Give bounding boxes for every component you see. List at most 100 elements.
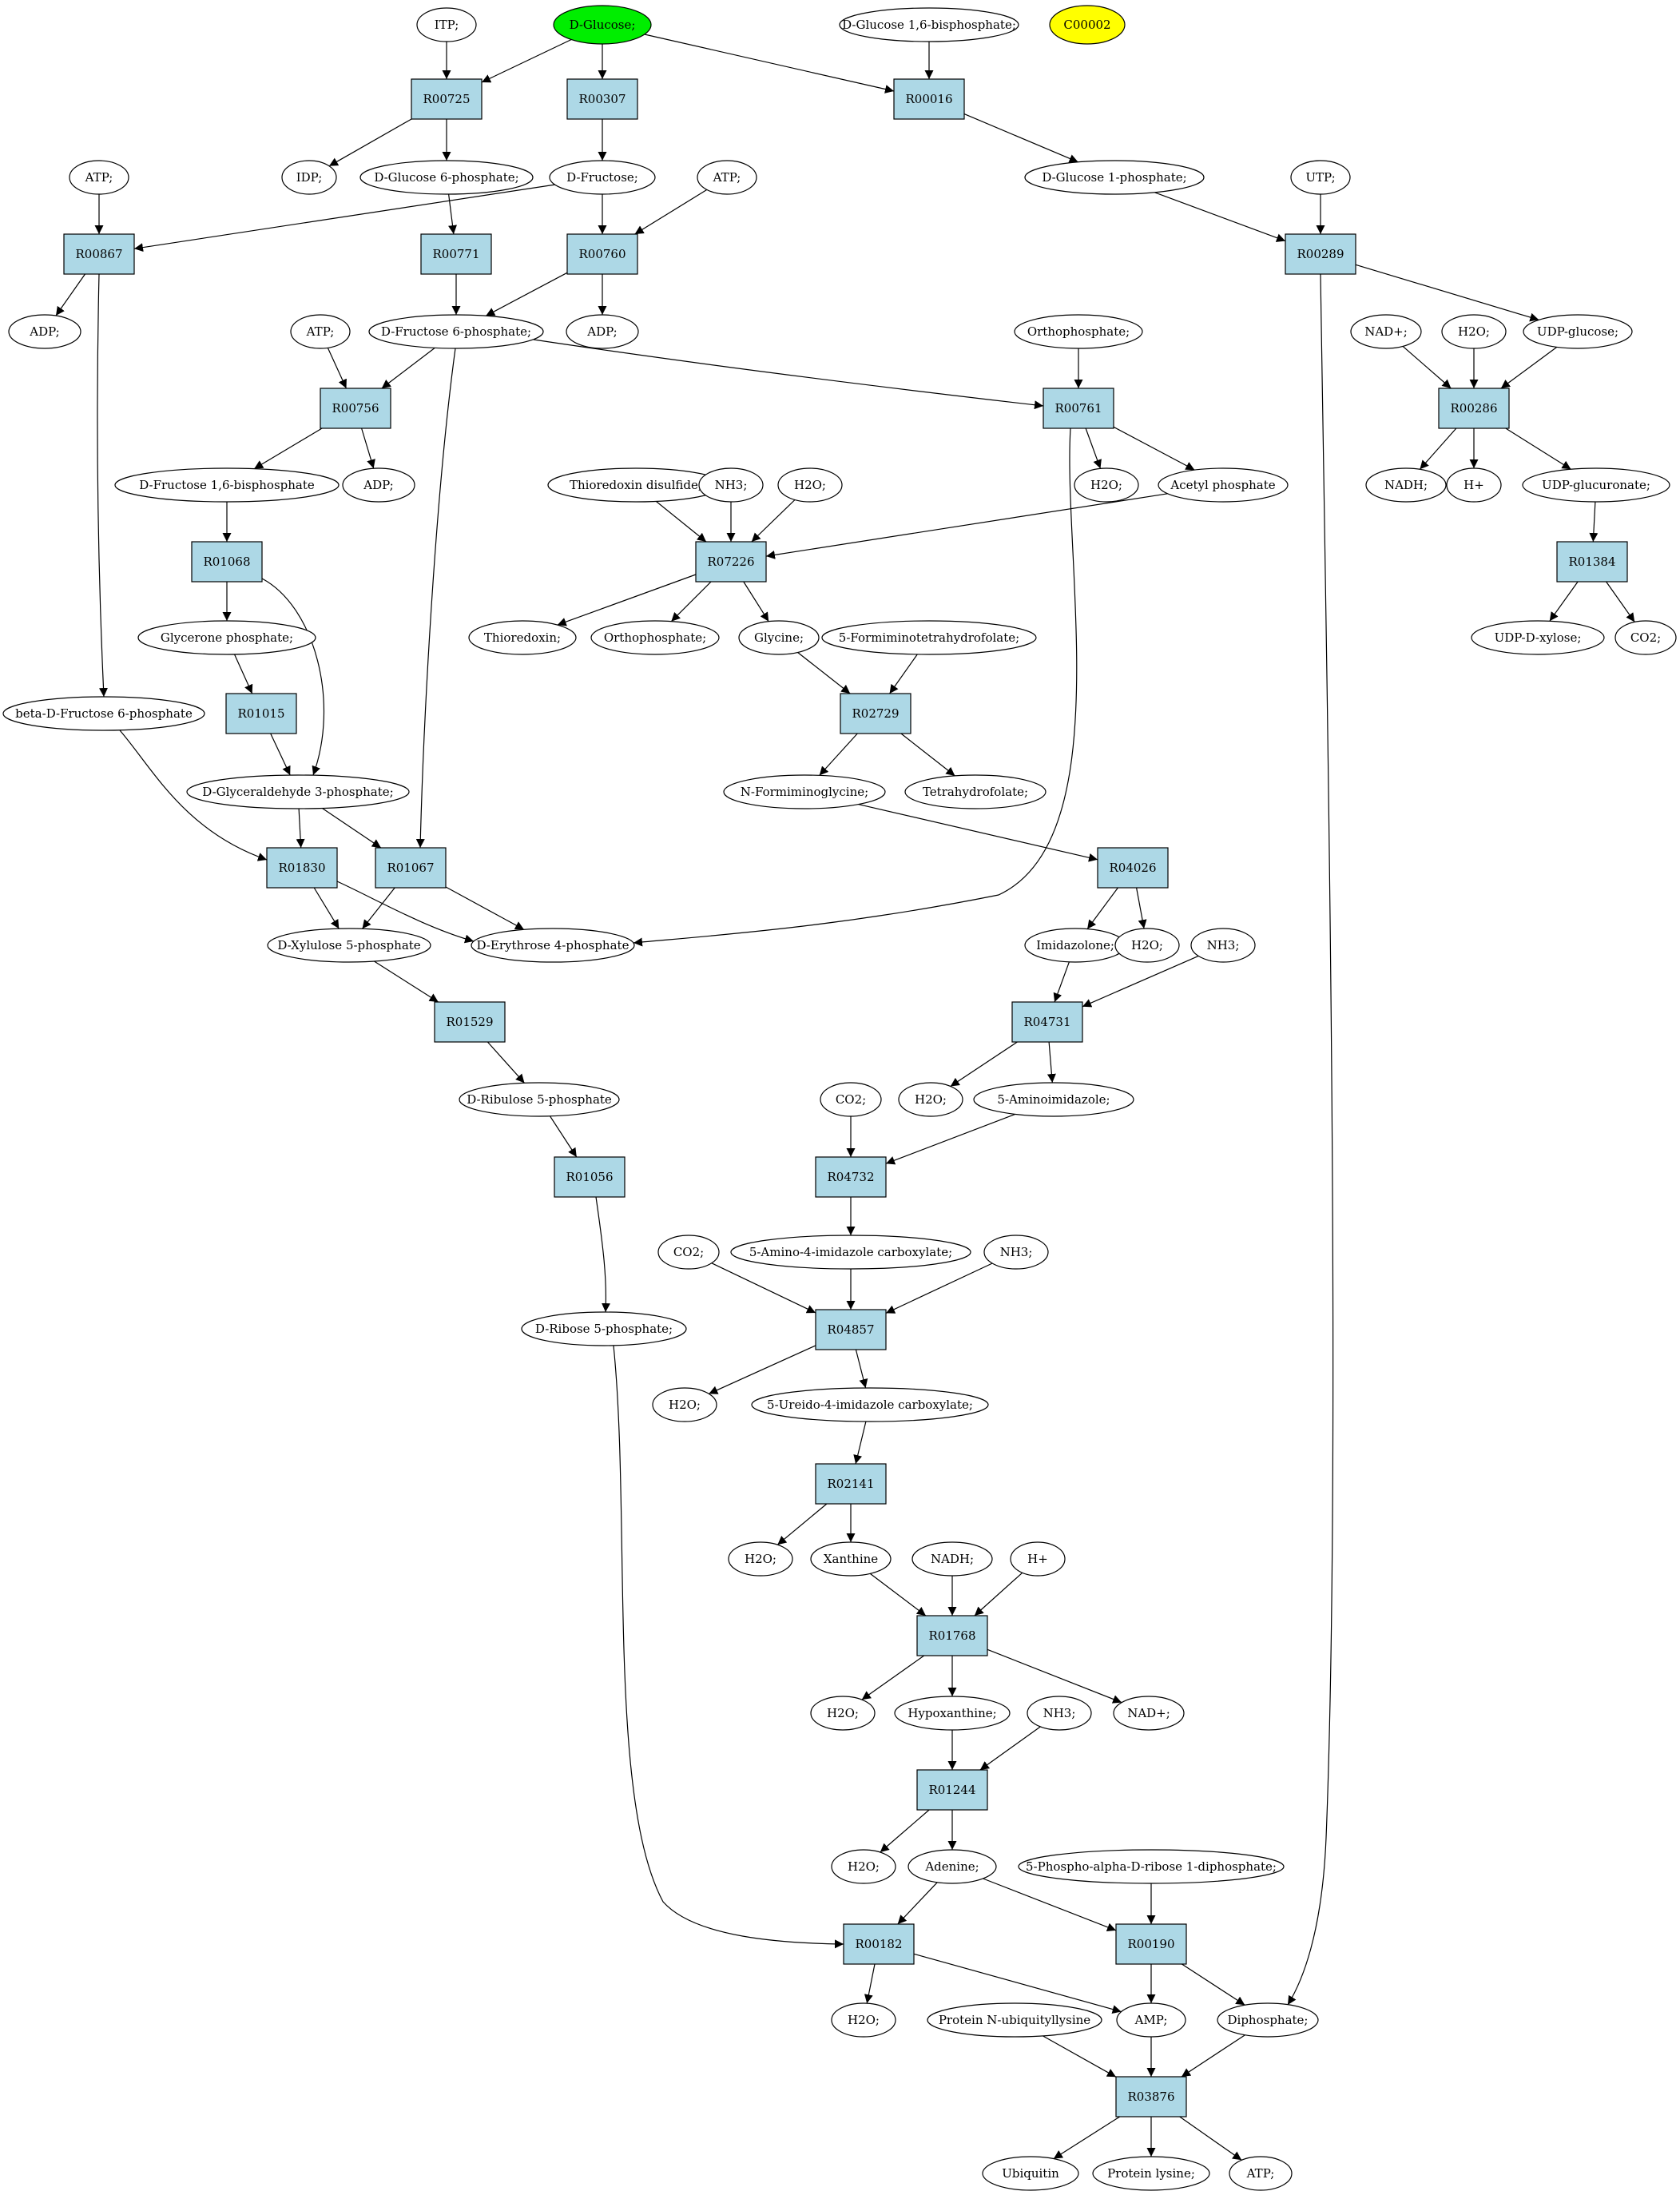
reaction-node-r07226[interactable]: R07226: [695, 541, 767, 583]
compound-node-d-glucose-1-6-bisphosphate[interactable]: D-Glucose 1,6-bisphosphate;: [839, 7, 1019, 42]
compound-node-d-fructose-1-6-bisphosphate[interactable]: D-Fructose 1,6-bisphosphate: [114, 467, 340, 503]
compound-node-atp[interactable]: ATP;: [69, 160, 129, 195]
compound-node-nadh[interactable]: NADH;: [1365, 467, 1447, 503]
reaction-node-r00307[interactable]: R00307: [566, 78, 638, 120]
compound-node-d-xylulose-5-phosphate[interactable]: D-Xylulose 5-phosphate: [267, 928, 431, 963]
reaction-node-r00016[interactable]: R00016: [893, 78, 965, 120]
compound-node-tetrahydrofolate[interactable]: Tetrahydrofolate;: [904, 774, 1047, 809]
compound-node-nh3[interactable]: NH3;: [1027, 1696, 1092, 1731]
compound-node-protein-lysine[interactable]: Protein lysine;: [1092, 2156, 1210, 2191]
compound-node-ubiquitin[interactable]: Ubiquitin: [982, 2156, 1079, 2191]
reaction-node-r01015[interactable]: R01015: [225, 693, 297, 734]
reaction-node-r01384[interactable]: R01384: [1556, 541, 1628, 583]
reaction-node-r01830[interactable]: R01830: [266, 847, 338, 889]
compound-node-orthophosphate[interactable]: Orthophosphate;: [1014, 314, 1143, 349]
reaction-node-r01068[interactable]: R01068: [191, 541, 263, 583]
compound-node-acetyl-phosphate[interactable]: Acetyl phosphate: [1158, 467, 1289, 503]
reaction-node-r00182[interactable]: R00182: [843, 1923, 915, 1965]
compound-node-nh3[interactable]: NH3;: [983, 1235, 1049, 1270]
reaction-node-r04857[interactable]: R04857: [815, 1309, 887, 1350]
compound-node-d-ribose-5-phosphate[interactable]: D-Ribose 5-phosphate;: [521, 1311, 687, 1346]
compound-node-n-formiminoglycine[interactable]: N-Formiminoglycine;: [723, 774, 886, 809]
compound-node-hypoxanthine[interactable]: Hypoxanthine;: [894, 1696, 1011, 1731]
reaction-node-r00756[interactable]: R00756: [320, 388, 391, 429]
compound-node-d-fructose[interactable]: D-Fructose;: [549, 160, 656, 195]
compound-node-h2o[interactable]: H2O;: [777, 467, 843, 503]
compound-node-adp[interactable]: ADP;: [342, 467, 415, 503]
compound-node-h2o[interactable]: H2O;: [810, 1696, 876, 1731]
reaction-node-r00725[interactable]: R00725: [411, 78, 483, 120]
reaction-node-r00761[interactable]: R00761: [1043, 388, 1114, 429]
compound-node-protein-n-ubiquityllysine[interactable]: Protein N-ubiquityllysine: [927, 2002, 1102, 2038]
compound-node-d-fructose-6-phosphate[interactable]: D-Fructose 6-phosphate;: [368, 314, 544, 349]
compound-node-h2o[interactable]: H2O;: [728, 1541, 793, 1577]
compound-node-diphosphate[interactable]: Diphosphate;: [1217, 2002, 1319, 2038]
compound-node-amp[interactable]: AMP;: [1116, 2002, 1186, 2038]
reaction-node-r03876[interactable]: R03876: [1115, 2076, 1187, 2117]
reaction-node-r01056[interactable]: R01056: [554, 1156, 626, 1198]
reaction-node-r04026[interactable]: R04026: [1097, 847, 1169, 889]
compound-node-d-erythrose-4-phosphate[interactable]: D-Erythrose 4-phosphate: [471, 928, 635, 963]
compound-node-h[interactable]: H+: [1010, 1541, 1066, 1577]
reaction-node-r04731[interactable]: R04731: [1011, 1001, 1083, 1043]
compound-node-co2[interactable]: CO2;: [1614, 620, 1677, 655]
compound-node-h2o[interactable]: H2O;: [831, 2002, 896, 2038]
compound-node-nad[interactable]: NAD+;: [1350, 314, 1422, 349]
compound-node-h2o[interactable]: H2O;: [898, 1082, 963, 1117]
compound-node-5-phospho-alpha-d-ribose-1-diphosphate[interactable]: 5-Phospho-alpha-D-ribose 1-diphosphate;: [1018, 1849, 1285, 1884]
reaction-node-r01529[interactable]: R01529: [434, 1001, 506, 1043]
compound-node-5-formiminotetrahydrofolate[interactable]: 5-Formiminotetrahydrofolate;: [821, 620, 1037, 655]
compound-node-adenine[interactable]: Adenine;: [908, 1849, 997, 1884]
compound-node-h2o[interactable]: H2O;: [1441, 314, 1507, 349]
compound-node-nh3[interactable]: NH3;: [1190, 928, 1256, 963]
compound-node-orthophosphate[interactable]: Orthophosphate;: [590, 620, 720, 655]
compound-node-h[interactable]: H+: [1446, 467, 1502, 503]
reaction-node-r00286[interactable]: R00286: [1438, 388, 1510, 429]
compound-node-5-aminoimidazole[interactable]: 5-Aminoimidazole;: [973, 1082, 1134, 1117]
reaction-node-r00190[interactable]: R00190: [1115, 1923, 1187, 1965]
compound-node-udp-glucuronate[interactable]: UDP-glucuronate;: [1522, 467, 1670, 503]
compound-node-co2[interactable]: CO2;: [657, 1235, 720, 1270]
compound-node-udp-glucose[interactable]: UDP-glucose;: [1523, 314, 1633, 349]
compound-node-nh3[interactable]: NH3;: [698, 467, 764, 503]
compound-node-d-ribulose-5-phosphate[interactable]: D-Ribulose 5-phosphate: [459, 1082, 620, 1117]
compound-node-utp[interactable]: UTP;: [1290, 160, 1351, 195]
compound-node-5-amino-4-imidazole-carboxylate[interactable]: 5-Amino-4-imidazole carboxylate;: [730, 1235, 971, 1270]
compound-node-adp[interactable]: ADP;: [8, 314, 81, 349]
compound-node-h2o[interactable]: H2O;: [652, 1387, 717, 1422]
compound-node-atp[interactable]: ATP;: [290, 314, 351, 349]
reaction-node-r02141[interactable]: R02141: [815, 1463, 887, 1505]
compound-node-thioredoxin-disulfide[interactable]: Thioredoxin disulfide;: [547, 467, 725, 503]
reaction-node-r01768[interactable]: R01768: [916, 1615, 988, 1656]
compound-node-udp-d-xylose[interactable]: UDP-D-xylose;: [1471, 620, 1605, 655]
compound-node-d-glyceraldehyde-3-phosphate[interactable]: D-Glyceraldehyde 3-phosphate;: [186, 774, 410, 809]
compound-node-co2[interactable]: CO2;: [820, 1082, 882, 1117]
compound-node-adp[interactable]: ADP;: [566, 314, 639, 349]
compound-node-5-ureido-4-imidazole-carboxylate[interactable]: 5-Ureido-4-imidazole carboxylate;: [751, 1387, 989, 1422]
compound-node-itp[interactable]: ITP;: [416, 7, 477, 42]
compound-node-nadh[interactable]: NADH;: [911, 1541, 993, 1577]
reaction-node-r01067[interactable]: R01067: [375, 847, 447, 889]
compound-node-atp[interactable]: ATP;: [1229, 2156, 1293, 2191]
compound-node-nad[interactable]: NAD+;: [1113, 1696, 1185, 1731]
compound-node-imidazolone[interactable]: Imidazolone;: [1024, 928, 1126, 963]
compound-node-h2o[interactable]: H2O;: [1074, 467, 1139, 503]
reaction-node-r00289[interactable]: R00289: [1285, 233, 1356, 275]
reaction-node-r04732[interactable]: R04732: [815, 1156, 887, 1198]
compound-node-xanthine[interactable]: Xanthine: [810, 1541, 892, 1577]
compound-node-atp[interactable]: ATP;: [697, 160, 757, 195]
compound-node-glycerone-phosphate[interactable]: Glycerone phosphate;: [137, 620, 316, 655]
compound-node-beta-d-fructose-6-phosphate[interactable]: beta-D-Fructose 6-phosphate: [2, 696, 205, 731]
reaction-node-r00760[interactable]: R00760: [566, 233, 638, 275]
compound-node-d-glucose[interactable]: D-Glucose;: [553, 5, 652, 45]
compound-node-h2o[interactable]: H2O;: [831, 1849, 896, 1884]
reaction-node-r02729[interactable]: R02729: [840, 693, 911, 734]
compound-node-glycine[interactable]: Glycine;: [738, 620, 820, 655]
reaction-node-r00771[interactable]: R00771: [420, 233, 492, 275]
reaction-node-r01244[interactable]: R01244: [916, 1769, 988, 1811]
compound-node-d-glucose-1-phosphate[interactable]: D-Glucose 1-phosphate;: [1024, 160, 1205, 195]
compound-node-thioredoxin[interactable]: Thioredoxin;: [468, 620, 577, 655]
compound-node-idp[interactable]: IDP;: [281, 160, 337, 195]
compound-node-c00002[interactable]: C00002: [1049, 5, 1126, 45]
reaction-node-r00867[interactable]: R00867: [63, 233, 135, 275]
